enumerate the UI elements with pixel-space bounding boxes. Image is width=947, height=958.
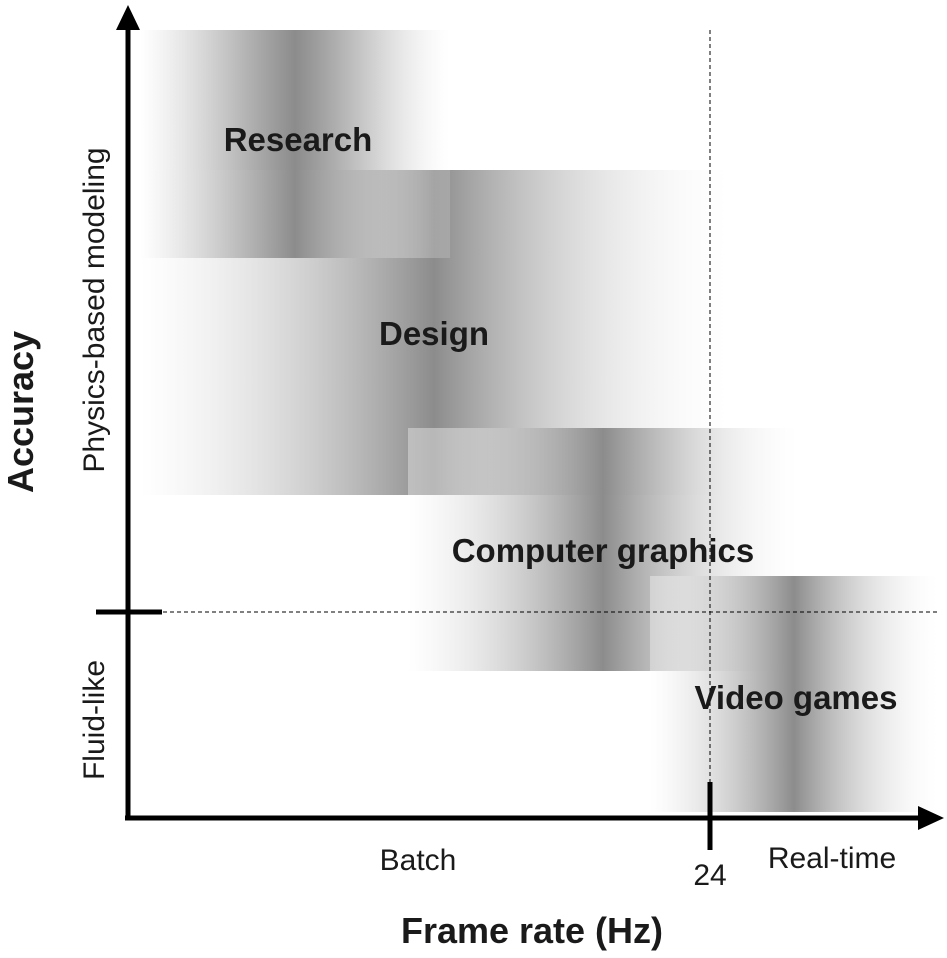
- x-zone-label-batch: Batch: [380, 844, 457, 877]
- region-label-research: Research: [224, 121, 373, 158]
- x-axis-arrowhead: [918, 806, 944, 830]
- y-axis-title: Accuracy: [0, 331, 41, 493]
- region-video-games-band: [650, 576, 938, 812]
- x-threshold-label: 24: [693, 859, 726, 892]
- y-zone-label-fluid-like: Fluid-like: [78, 660, 111, 780]
- region-research-overlay: [140, 30, 450, 258]
- x-zone-label-real-time: Real-time: [768, 842, 896, 875]
- region-label-video-games: Video games: [695, 679, 898, 716]
- y-zone-label-physics-based: Physics-based modeling: [78, 147, 111, 472]
- region-label-computer-graphics: Computer graphics: [452, 532, 755, 569]
- x-axis-title: Frame rate (Hz): [401, 910, 663, 951]
- region-label-design: Design: [379, 315, 489, 352]
- regions-layer: [140, 30, 938, 812]
- y-axis-arrowhead: [116, 5, 140, 30]
